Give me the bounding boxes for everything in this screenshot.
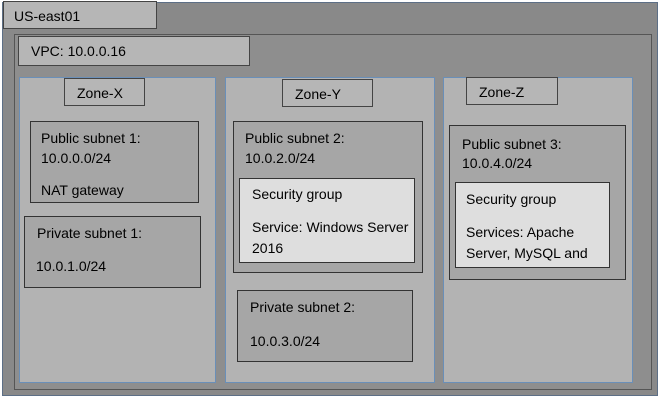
public-subnet-2-title: Public subnet 2: — [245, 130, 345, 146]
public-subnet-3-cidr: 10.0.4.0/24 — [462, 155, 533, 171]
security-group-z-services: Services: Apache — [466, 224, 575, 240]
private-subnet-2-title: Private subnet 2: — [250, 299, 356, 315]
security-group-y: Security group Service: Windows Server 2… — [239, 178, 415, 263]
private-subnet-1: Private subnet 1: — [24, 216, 201, 288]
public-subnet-1-cidr: 10.0.0.0/24 — [41, 150, 112, 166]
security-group-z-services-cont: Server, MySQL and — [466, 245, 588, 261]
zone-z-label: Zone-Z — [466, 77, 558, 105]
private-subnet-2-cidr: 10.0.3.0/24 — [250, 333, 321, 349]
private-subnet-1-cidr: 10.0.1.0/24 — [36, 258, 107, 274]
security-group-z: Security group Services: Apache Server, … — [455, 182, 610, 268]
public-subnet-1: Public subnet 1: 10.0.0.0/24 NAT gateway — [30, 121, 199, 203]
security-group-y-title: Security group — [252, 186, 343, 202]
vpc-label: VPC: 10.0.0.16 — [18, 36, 250, 66]
security-group-z-title: Security group — [466, 191, 557, 207]
nat-gateway-label: NAT gateway — [41, 182, 124, 198]
private-subnet-1-title: Private subnet 1: — [37, 225, 143, 241]
region-label: US-east01 — [3, 1, 157, 29]
zone-x-label: Zone-X — [64, 78, 145, 106]
public-subnet-1-title: Public subnet 1: — [41, 130, 141, 146]
zone-y-label: Zone-Y — [282, 79, 373, 107]
public-subnet-2-cidr: 10.0.2.0/24 — [245, 150, 316, 166]
security-group-y-service: Service: Windows Server — [252, 219, 409, 235]
public-subnet-3-title: Public subnet 3: — [462, 136, 562, 152]
private-subnet-2: Private subnet 2: 10.0.3.0/24 — [237, 290, 413, 362]
security-group-y-service-cont: 2016 — [252, 240, 284, 256]
